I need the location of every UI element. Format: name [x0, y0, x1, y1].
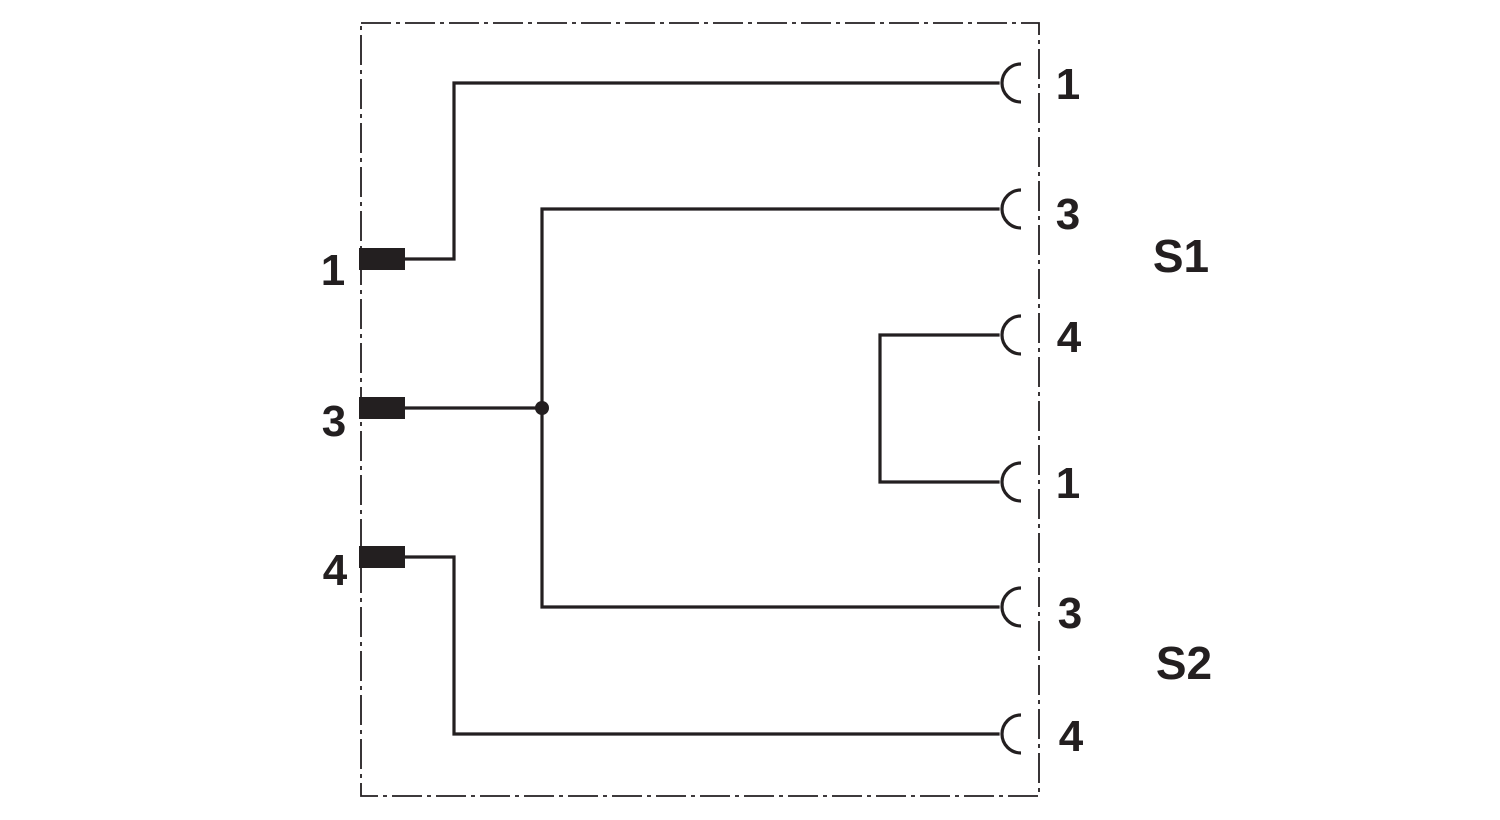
group-label-s2: S2 — [1156, 637, 1212, 689]
s2-pin-label: 4 — [1059, 712, 1084, 761]
s2-pin-label: 3 — [1058, 589, 1082, 638]
wire-pin4-to-s2-pin4 — [402, 555, 1000, 736]
socket-contact-s1-1 — [1000, 62, 1022, 104]
socket-contact-s1-3 — [1000, 188, 1022, 230]
input-pin-label: 4 — [323, 546, 348, 595]
input-pin-label: 1 — [321, 246, 345, 295]
junction-dot — [535, 401, 549, 415]
wire-pin3-to-s1-pin3 — [402, 207, 1000, 410]
socket-contact-s2-1 — [1000, 461, 1022, 503]
plug-contact-4 — [359, 546, 405, 568]
s2-pin-label: 1 — [1056, 459, 1080, 508]
plug-contact-3 — [359, 397, 405, 419]
socket-contact-s2-3 — [1000, 586, 1022, 628]
socket-contact-s1-4 — [1000, 314, 1022, 356]
wire-pin3-to-s2-pin3 — [540, 406, 1000, 609]
input-pin-label: 3 — [322, 397, 346, 446]
socket-contact-s2-4 — [1000, 713, 1022, 755]
plug-contact-1 — [359, 248, 405, 270]
wire-pin1-to-s1-pin1 — [402, 81, 1000, 261]
bridge-s1-pin4-to-s2-pin1 — [878, 333, 1000, 484]
group-label-s1: S1 — [1153, 230, 1209, 282]
s1-pin-label: 4 — [1057, 313, 1082, 362]
s1-pin-label: 1 — [1056, 60, 1080, 109]
s1-pin-label: 3 — [1056, 190, 1080, 239]
